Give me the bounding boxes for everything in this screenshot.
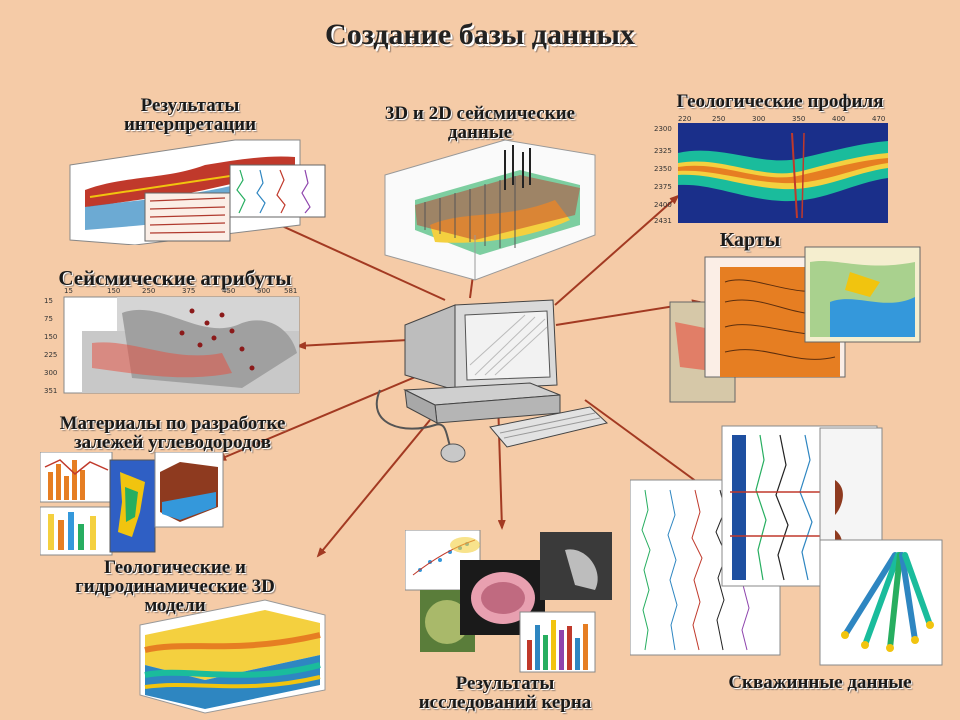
label-development-line2: залежей углеводородов bbox=[74, 432, 271, 453]
label-core: Результаты исследований керна bbox=[390, 674, 620, 712]
attributes-y-tick-4: 300 bbox=[44, 369, 57, 377]
label-attributes: Сейсмические атрибуты bbox=[30, 268, 320, 289]
seismic-attributes-thumbnail: 15 150 250 375 450 500 581 15 75 150 225… bbox=[44, 287, 300, 395]
profiles-y-tick-5: 2431 bbox=[654, 217, 672, 225]
label-interpretation: Результаты интерпретации bbox=[80, 96, 300, 134]
development-thumbnail bbox=[40, 452, 224, 556]
attributes-x-tick-0: 15 bbox=[64, 287, 73, 295]
label-core-line1: Результаты bbox=[455, 673, 555, 694]
computer-icon bbox=[375, 299, 609, 463]
profiles-x-tick-4: 400 bbox=[832, 115, 845, 123]
label-seismic: 3D и 2D сейсмические данные bbox=[350, 104, 610, 142]
attributes-x-tick-1: 150 bbox=[107, 287, 120, 295]
label-core-line2: исследований керна bbox=[418, 692, 592, 713]
label-models-line3: модели bbox=[144, 595, 206, 616]
profiles-y-tick-3: 2375 bbox=[654, 183, 672, 191]
attributes-y-tick-3: 225 bbox=[44, 351, 57, 359]
attributes-y-tick-1: 75 bbox=[44, 315, 53, 323]
label-profiles-line1: Геологические профиля bbox=[676, 91, 884, 112]
attributes-y-tick-0: 15 bbox=[44, 297, 53, 305]
arrow-to-profiles bbox=[554, 194, 680, 306]
label-attributes-line1: Сейсмические атрибуты bbox=[58, 266, 292, 290]
arrow-to-wells bbox=[584, 399, 710, 492]
profiles-x-tick-0: 220 bbox=[678, 115, 691, 123]
seismic-3d-thumbnail bbox=[384, 139, 596, 281]
attributes-x-tick-3: 375 bbox=[182, 287, 195, 295]
profiles-y-tick-4: 2400 bbox=[654, 201, 672, 209]
profiles-x-tick-3: 350 bbox=[792, 115, 805, 123]
profiles-x-tick-1: 250 bbox=[712, 115, 725, 123]
label-development: Материалы по разработке залежей углеводо… bbox=[20, 414, 325, 452]
attributes-x-tick-4: 450 bbox=[222, 287, 235, 295]
profiles-x-tick-2: 300 bbox=[752, 115, 765, 123]
label-models-line1: Геологические и bbox=[104, 557, 246, 578]
arrow-to-core bbox=[497, 399, 506, 530]
label-maps-line1: Карты bbox=[719, 229, 781, 251]
label-seismic-line2: данные bbox=[447, 122, 513, 143]
label-models: Геологические и гидродинамические 3D мод… bbox=[30, 558, 320, 615]
maps-thumbnail bbox=[669, 246, 921, 403]
page-title: Создание базы данных bbox=[325, 18, 635, 51]
label-models-line2: гидродинамические 3D bbox=[75, 576, 275, 597]
well-data-thumbnail bbox=[630, 425, 943, 666]
label-interpretation-line2: интерпретации bbox=[123, 114, 257, 135]
profiles-y-tick-0: 2300 bbox=[654, 125, 672, 133]
attributes-x-tick-2: 250 bbox=[142, 287, 155, 295]
attributes-x-tick-5: 500 bbox=[257, 287, 270, 295]
label-maps: Карты bbox=[700, 230, 800, 250]
attributes-x-tick-6: 581 bbox=[284, 287, 297, 295]
core-research-thumbnail bbox=[405, 530, 612, 673]
attributes-y-tick-5: 351 bbox=[44, 387, 57, 395]
label-wells: Скважинные данные bbox=[700, 673, 940, 692]
profiles-y-tick-2: 2350 bbox=[654, 165, 672, 173]
profiles-y-tick-1: 2325 bbox=[654, 147, 672, 155]
label-interpretation-line1: Результаты bbox=[140, 95, 240, 116]
profiles-x-tick-5: 470 bbox=[872, 115, 885, 123]
attributes-y-tick-2: 150 bbox=[44, 333, 57, 341]
label-seismic-line1: 3D и 2D сейсмические bbox=[384, 103, 576, 124]
geological-profiles-thumbnail: 220 250 300 350 400 470 2300 2325 2350 2… bbox=[654, 115, 888, 225]
label-wells-line1: Скважинные данные bbox=[728, 672, 912, 693]
label-development-line1: Материалы по разработке bbox=[59, 413, 286, 434]
models-3d-thumbnail bbox=[139, 599, 326, 714]
arrow-to-development bbox=[216, 374, 421, 461]
label-profiles: Геологические профиля bbox=[640, 92, 920, 111]
arrow-to-attributes bbox=[296, 339, 409, 350]
interpretation-thumbnail bbox=[69, 139, 326, 245]
arrow-to-models bbox=[316, 419, 431, 558]
